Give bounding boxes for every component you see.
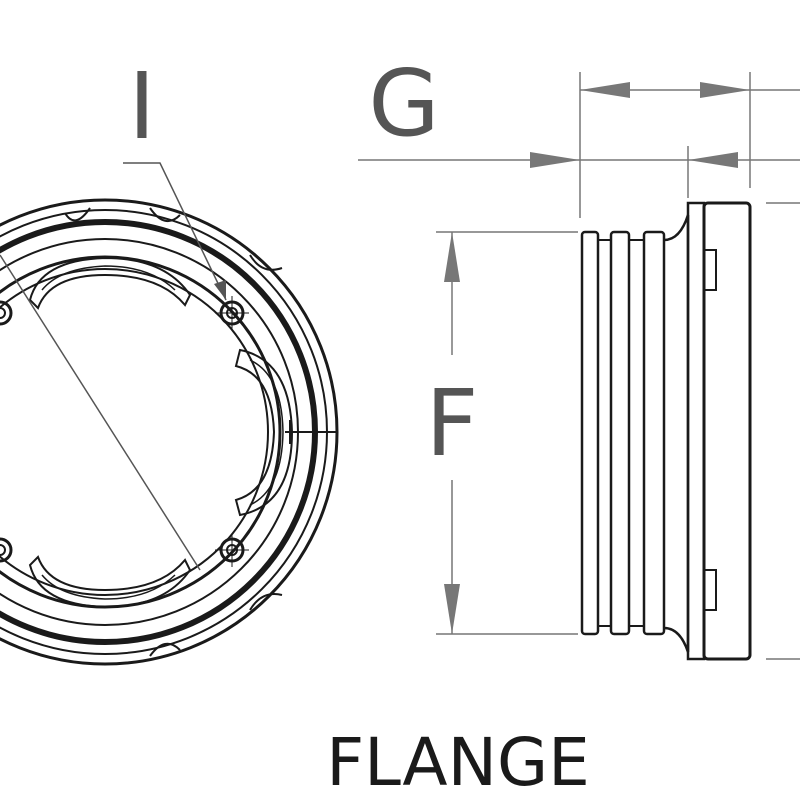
lug-bottom xyxy=(28,555,192,609)
drawing-title: FLANGE xyxy=(326,724,590,800)
lug-bottom-inner xyxy=(41,574,176,600)
bolt xyxy=(0,537,13,563)
dimension-arrow xyxy=(700,82,750,98)
flange-body xyxy=(702,201,752,661)
spigot-ring xyxy=(642,230,666,636)
bore-outer xyxy=(0,255,282,609)
dimension-arrow xyxy=(580,82,630,98)
rim-scallop xyxy=(64,207,91,222)
spigot-ring xyxy=(609,230,631,636)
dimension-label-g: G xyxy=(368,50,439,157)
leader-arrow-i xyxy=(214,280,226,300)
rim-scallop xyxy=(249,593,283,611)
side-view xyxy=(580,201,752,661)
dimension-label-i: I xyxy=(128,53,155,160)
rim-scallop xyxy=(249,254,283,271)
dimension-label-f: F xyxy=(426,370,479,477)
lug-right-inner xyxy=(249,359,284,506)
bolt xyxy=(215,533,249,567)
lug-top xyxy=(28,256,192,310)
lug-right xyxy=(234,348,294,517)
neck xyxy=(663,214,690,653)
spigot-ring xyxy=(580,230,600,636)
bolt-stub xyxy=(703,569,717,611)
lug-top-inner xyxy=(41,265,176,291)
dimension-arrow-g xyxy=(530,152,580,168)
bolt xyxy=(0,300,13,326)
leader-line-i xyxy=(123,162,227,301)
bolt xyxy=(215,296,249,330)
rim-scallop xyxy=(149,642,181,657)
dimension-arrow-g xyxy=(688,152,738,168)
rim-scallop xyxy=(149,207,181,223)
bolt-stub xyxy=(703,249,717,291)
dimensions xyxy=(358,72,800,660)
bore-inner xyxy=(0,268,269,596)
dimension-arrow-f xyxy=(444,232,460,282)
dimension-arrow-f xyxy=(444,584,460,634)
neck-collar xyxy=(686,201,706,661)
front-view xyxy=(0,162,339,666)
diameter-line-i xyxy=(0,254,201,571)
